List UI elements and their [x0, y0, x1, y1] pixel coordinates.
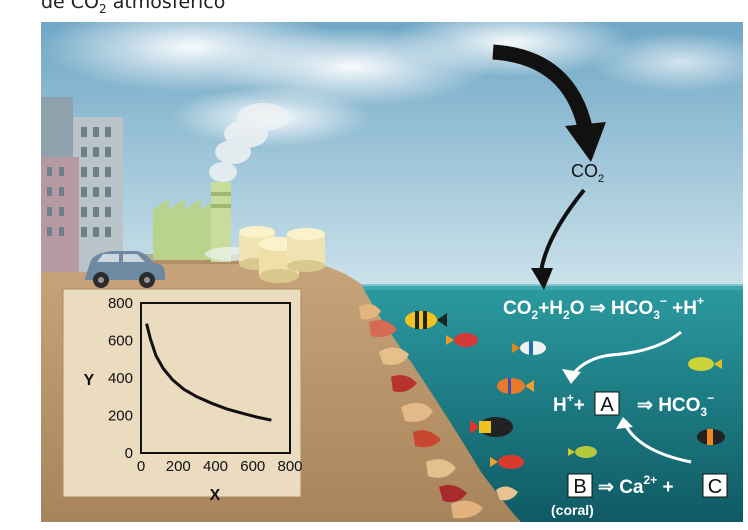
- y-tick-label: 800: [108, 295, 133, 312]
- box-b: [567, 473, 593, 498]
- chart-panel: [62, 288, 302, 498]
- equation-carbonate-reaction: H++: [553, 391, 585, 416]
- clouds: [41, 22, 743, 147]
- co2-dissolve-arrow: [539, 188, 586, 273]
- carbonate-arrowhead: [616, 417, 633, 429]
- ocean-acidification-diagram: 0 200 400 600 800 0 200 400 600 800 Y X CO2: [41, 22, 743, 522]
- y-axis-title: Y: [84, 372, 95, 389]
- plot-frame: [140, 302, 291, 454]
- hydrogen-arrow: [571, 330, 682, 375]
- header-caption: de CO2 atmosférico: [41, 0, 226, 16]
- co2-dissolve-arrowhead: [531, 268, 553, 290]
- box-c-label: C: [708, 476, 722, 498]
- box-c: [702, 473, 728, 498]
- y-vs-x-chart: 0 200 400 600 800 0 200 400 600 800 Y X: [84, 295, 303, 504]
- carbonate-arrow: [624, 425, 692, 464]
- coral-reef: [359, 303, 518, 519]
- hydrogen-arrowhead: [562, 369, 581, 384]
- fish-group: [405, 311, 725, 469]
- y-tick-label: 600: [108, 333, 133, 350]
- box-a: [594, 391, 620, 416]
- x-tick-label: 0: [137, 458, 145, 475]
- city-buildings: [41, 97, 123, 272]
- equation-carbonate-product: ⇒ HCO3−: [637, 391, 714, 419]
- box-b-label: B: [573, 476, 586, 498]
- car: [85, 251, 165, 288]
- equation-carbonic: CO2+H2O ⇒ HCO3− +H+: [503, 294, 704, 322]
- equation-dissolution: ⇒ Ca2+ +: [598, 473, 674, 498]
- co2-absorption-arrow: [492, 44, 594, 134]
- x-tick-label: 600: [240, 458, 265, 475]
- data-curve: [145, 323, 272, 422]
- co2-absorption-arrowhead: [565, 122, 606, 162]
- x-tick-label: 400: [203, 458, 228, 475]
- co2-label: CO2: [571, 161, 604, 185]
- coral-label: (coral): [551, 502, 594, 518]
- y-tick-label: 0: [125, 445, 133, 462]
- factory: [153, 182, 231, 262]
- x-axis-title: X: [210, 487, 221, 504]
- y-tick-label: 400: [108, 370, 133, 387]
- smoke: [209, 103, 289, 182]
- box-a-label: A: [600, 394, 614, 416]
- y-tick-label: 200: [108, 408, 133, 425]
- sea-surface: [351, 284, 743, 290]
- storage-tanks: [239, 226, 325, 283]
- x-tick-label: 800: [277, 458, 302, 475]
- x-tick-label: 200: [166, 458, 191, 475]
